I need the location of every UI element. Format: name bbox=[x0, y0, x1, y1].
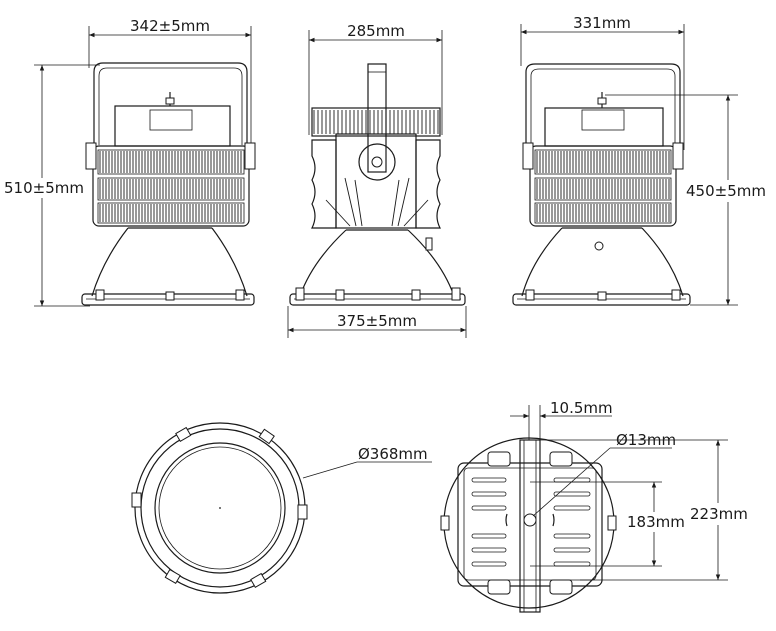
top-hole-spacing-label: 183mm bbox=[627, 513, 685, 531]
top-view: 10.5mm Ø13mm 183mm 223mm bbox=[440, 399, 772, 613]
top-plate-height-label: 223mm bbox=[690, 505, 748, 523]
back-width-label: 331mm bbox=[573, 14, 631, 32]
bottom-view: Ø368mm bbox=[131, 422, 432, 594]
back-height-label: 450±5mm bbox=[686, 182, 766, 200]
side-width-label: 285mm bbox=[347, 22, 405, 40]
top-bracket-width-label: 10.5mm bbox=[550, 399, 613, 417]
side-bottom-width-label: 375±5mm bbox=[337, 312, 417, 330]
front-width-label: 342±5mm bbox=[130, 17, 210, 35]
front-view: 342±5mm 510±5mm bbox=[2, 17, 256, 307]
bottom-view-clips bbox=[131, 426, 308, 589]
bottom-diameter-label: Ø368mm bbox=[358, 445, 428, 463]
front-height-label: 510±5mm bbox=[4, 179, 84, 197]
diameter-leader-line bbox=[302, 461, 358, 479]
back-view: 331mm 450±5mm bbox=[512, 14, 773, 306]
front-heatsink-fins bbox=[97, 149, 245, 224]
side-view: 285mm 375±5mm bbox=[287, 22, 467, 338]
